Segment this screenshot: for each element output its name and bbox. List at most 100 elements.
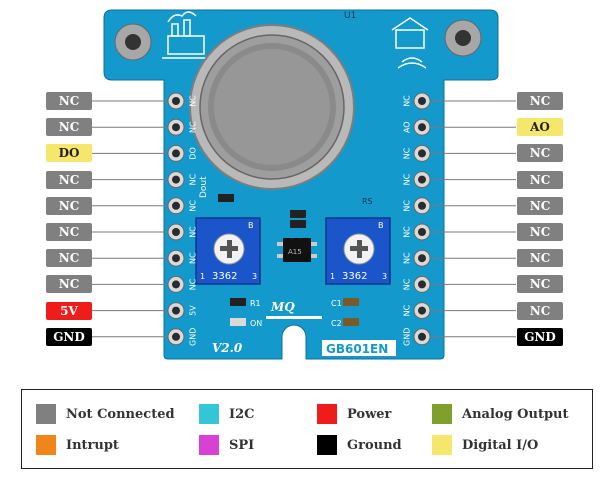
right-pin-tag-1: NC [517, 92, 563, 110]
ic-mark: A15 [288, 248, 302, 256]
left-header-pad-8 [167, 275, 185, 293]
sensor-label: U1 [344, 11, 356, 21]
mounting-hole-left [114, 23, 152, 61]
right-silk-label-9: NC [403, 304, 412, 316]
right-header-pad-2 [413, 118, 431, 136]
legend-label-spi: SPI [229, 437, 255, 453]
gas-sensor [189, 24, 355, 190]
right-header-pad-8 [413, 275, 431, 293]
left-pin-tag-4: NC [46, 170, 92, 189]
pot-left-pin-3: 3 [252, 272, 257, 281]
right-header-pad-1 [413, 92, 431, 110]
silk-c1: C1 [331, 299, 342, 308]
right-pin-tag-5: NC [517, 196, 563, 215]
left-header-pad-3 [167, 144, 185, 162]
left-silk-label-5: NC [189, 200, 198, 212]
legend-item-not-connected: Not Connected [36, 404, 175, 424]
legend-swatch-i2c [199, 404, 219, 424]
left-pin-tag-1: NC [46, 92, 92, 110]
legend-swatch-analog-output [432, 404, 452, 424]
legend-swatch-digital-io [432, 435, 452, 455]
pot-right-mark: B [378, 221, 384, 230]
right-silk-label-4: NC [403, 173, 412, 185]
right-silk-label-7: NC [403, 252, 412, 264]
silk-dout: Dout [199, 176, 209, 198]
legend-swatch-not-connected [36, 404, 56, 424]
left-silk-label-8: NC [189, 278, 198, 290]
small-smd-parts [218, 194, 359, 326]
silk-r1: R1 [250, 299, 261, 308]
part-number-box [322, 340, 396, 356]
ic-chip [277, 238, 317, 262]
right-silk-label-8: NC [403, 278, 412, 290]
left-header-pad-10 [167, 328, 185, 346]
legend-swatch-spi [199, 435, 219, 455]
legend-label-power: Power [347, 406, 392, 422]
silk-mq: MQ [270, 300, 295, 314]
ic-label: RS [362, 197, 373, 206]
pot-left-code: 3362 [212, 271, 237, 282]
left-pin-tag-10: GND [46, 327, 92, 346]
legend-label-i2c: I2C [229, 406, 255, 422]
right-header-pad-5 [413, 197, 431, 215]
legend-label-not-connected: Not Connected [66, 406, 175, 422]
left-header-pad-4 [167, 171, 185, 189]
right-pin-tag-6: NC [517, 223, 563, 241]
mounting-hole-right [444, 19, 482, 57]
right-header-pad-10 [413, 328, 431, 346]
right-silk-label-5: NC [403, 200, 412, 212]
left-header-pad-6 [167, 223, 185, 241]
left-pin-tag-2: NC [46, 118, 92, 137]
left-header-pad-1 [167, 92, 185, 110]
legend-swatch-ground [317, 435, 337, 455]
legend-item-digital-io: Digital I/O [432, 435, 538, 455]
legend-item-i2c: I2C [199, 404, 254, 424]
left-silk-label-7: NC [189, 252, 198, 264]
silk-c2: C2 [331, 319, 342, 328]
legend-item-intrupt: Intrupt [36, 435, 119, 455]
right-silk-label-10: GND [403, 328, 412, 346]
legend-label-digital-io: Digital I/O [462, 437, 539, 453]
legend-item-analog-output: Analog Output [432, 404, 569, 424]
pot-right-pin-1: 1 [330, 272, 335, 281]
silk-on: ON [250, 319, 262, 328]
right-silk-label-3: NC [403, 147, 412, 159]
left-silk-label-1: NC [189, 95, 198, 107]
pot-left-pin-1: 1 [200, 272, 205, 281]
legend-label-analog-output: Analog Output [462, 406, 569, 422]
right-header-pad-7 [413, 249, 431, 267]
silk-version: V2.0 [212, 341, 243, 355]
legend-item-spi: SPI [199, 435, 254, 455]
pot-right-code: 3362 [342, 271, 367, 282]
left-silk-label-10: GND [189, 328, 198, 346]
left-header-pad-5 [167, 197, 185, 215]
left-silk-label-3: DO [189, 147, 198, 159]
silk-mq-underline [266, 316, 322, 319]
right-silk-label-2: AO [403, 121, 412, 133]
potentiometer-left [195, 217, 261, 285]
right-pin-tag-2: AO [517, 118, 563, 137]
left-silk-label-4: NC [189, 173, 198, 185]
right-pin-tag-7: NC [517, 249, 563, 268]
left-pin-tag-9: 5V [46, 301, 92, 320]
left-pin-tag-3: DO [46, 144, 92, 163]
right-pin-tag-8: NC [517, 275, 563, 294]
right-header-pad-6 [413, 223, 431, 241]
left-pin-tag-5: NC [46, 196, 92, 215]
left-header-pad-9 [167, 302, 185, 320]
potentiometer-right [325, 217, 391, 285]
right-header-pad-3 [413, 144, 431, 162]
pins-layer: NCNCDONCNCNCNCNC5VGNDNCAONCNCNCNCNCNCNCG… [92, 92, 516, 346]
left-header-pad-7 [167, 249, 185, 267]
house-icon [391, 17, 429, 69]
pot-left-mark: B [248, 221, 254, 230]
left-silk-label-9: 5V [189, 305, 198, 316]
right-silk-label-6: NC [403, 226, 412, 238]
left-pin-tag-8: NC [46, 275, 92, 294]
factory-icon [162, 11, 212, 59]
part-number: GB601EN [326, 342, 388, 356]
right-pin-tag-4: NC [517, 170, 563, 189]
left-silk-label-2: NC [189, 121, 198, 133]
legend-item-ground: Ground [317, 435, 402, 455]
